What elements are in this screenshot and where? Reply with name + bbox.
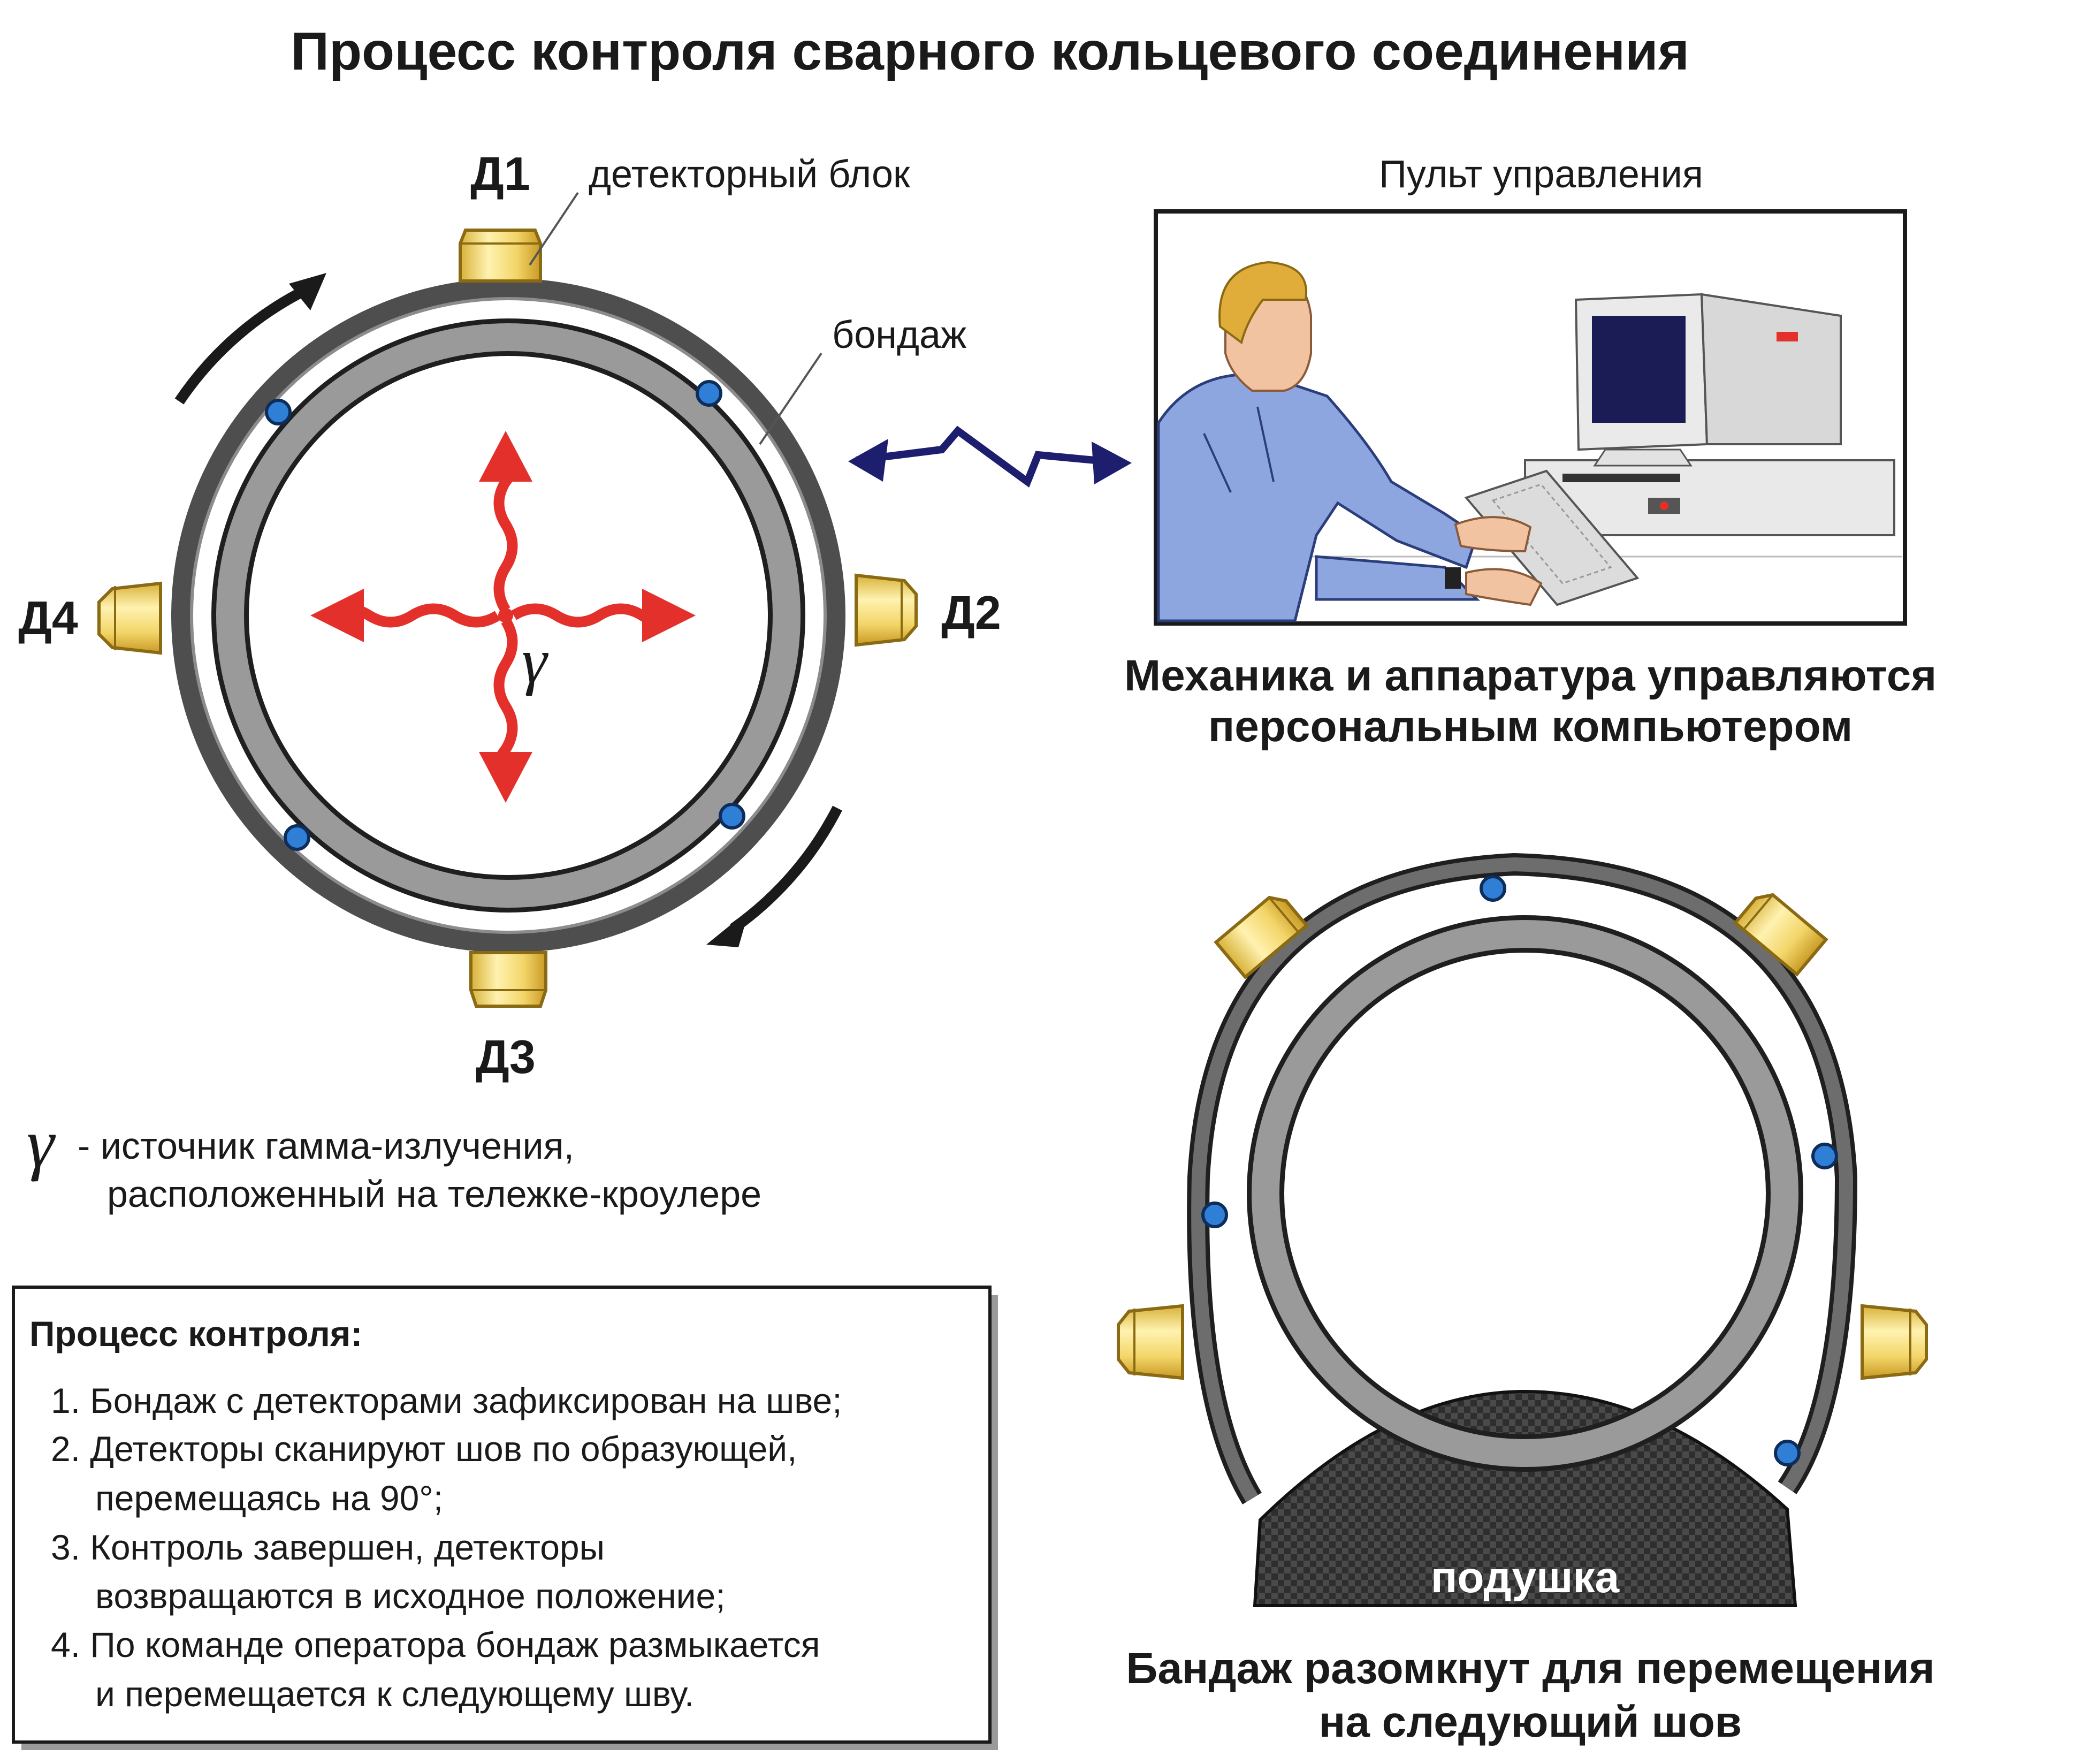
process-box-heading: Процесс контроля: bbox=[29, 1314, 362, 1354]
band-rivet bbox=[1774, 1440, 1801, 1466]
operator-figure bbox=[1157, 261, 1543, 622]
wireless-link-arrow bbox=[848, 425, 1132, 488]
detector-block-leader bbox=[529, 192, 579, 266]
process-step-line: и перемещается к следующему шву. bbox=[95, 1674, 694, 1714]
detector-d3-label: Д3 bbox=[476, 1030, 536, 1083]
process-step-line: 2. Детекторы сканируют шов по образующей… bbox=[51, 1429, 797, 1469]
detector-d2 bbox=[855, 573, 918, 647]
band-rivet bbox=[1811, 1143, 1838, 1169]
rotation-arrow-top-left-head bbox=[289, 273, 326, 310]
detector-d4 bbox=[97, 581, 162, 655]
legend-gamma-symbol: γ bbox=[27, 1105, 56, 1182]
computer-monitor-icon bbox=[1574, 293, 1842, 467]
detector-d2-label: Д2 bbox=[941, 586, 1001, 639]
gamma-radiation-arrows bbox=[310, 431, 696, 803]
process-step-line: 3. Контроль завершен, детекторы bbox=[51, 1527, 605, 1567]
keyboard-icon bbox=[1464, 469, 1640, 606]
detector-d1-label: Д1 bbox=[470, 147, 530, 200]
open-band-diagram: подушка bbox=[1117, 853, 1928, 1607]
pillow bbox=[1253, 1389, 1797, 1607]
band-rivet bbox=[265, 399, 292, 425]
page-title: Процесс контроля сварного кольцевого сое… bbox=[291, 21, 1689, 81]
control-panel-caption-line2: персональным компьютером bbox=[1208, 702, 1853, 751]
band-leader bbox=[759, 352, 822, 445]
band-rivet bbox=[719, 803, 745, 830]
closed-band-diagram: γ Д1 Д2 Д3 Д4 детекторный блок бондаж bbox=[18, 147, 1001, 1083]
open-band-detector bbox=[1214, 895, 1309, 979]
process-step-line: возвращаются в исходное положение; bbox=[95, 1576, 726, 1616]
detector-block-label: детекторный блок bbox=[589, 153, 910, 196]
process-step-line: перемещаясь на 90°; bbox=[95, 1478, 443, 1518]
open-band-caption-line2: на следующий шов bbox=[1319, 1698, 1742, 1746]
control-panel-label: Пульт управления bbox=[1379, 153, 1703, 196]
detector-d1 bbox=[459, 229, 542, 283]
control-panel-caption-line1: Механика и аппаратура управляются bbox=[1124, 651, 1937, 700]
detector-d3 bbox=[469, 951, 547, 1008]
control-panel-illustration bbox=[1154, 209, 1907, 626]
legend-line2: расположенный на тележке-кроулере bbox=[107, 1173, 761, 1215]
gamma-symbol: γ bbox=[522, 625, 548, 696]
process-step-line: 4. По команде оператора бондаж размыкает… bbox=[51, 1625, 820, 1664]
rotation-arrow-bottom-right bbox=[730, 805, 842, 933]
detector-d4-label: Д4 bbox=[18, 591, 78, 644]
process-step-line: 1. Бондаж с детекторами зафиксирован на … bbox=[51, 1381, 842, 1420]
rotation-arrow-top-left bbox=[174, 284, 310, 405]
open-band-caption-line1: Бандаж разомкнут для перемещения bbox=[1126, 1644, 1934, 1693]
pillow-label: подушка bbox=[1431, 1553, 1620, 1602]
band-label: бондаж bbox=[832, 314, 966, 356]
open-band-detector bbox=[1861, 1304, 1928, 1380]
process-box: Процесс контроля: 1. Бондаж с детекторам… bbox=[12, 1286, 998, 1750]
band-rivet bbox=[284, 824, 310, 851]
band-rivet bbox=[1480, 875, 1506, 902]
rotation-arrow-bottom-right-head bbox=[706, 910, 749, 947]
legend-line1: - источник гамма-излучения, bbox=[78, 1125, 574, 1167]
open-band-detector bbox=[1733, 893, 1828, 977]
band-rivet bbox=[1201, 1202, 1228, 1228]
band-rivet bbox=[696, 380, 722, 407]
open-band-detector bbox=[1117, 1304, 1184, 1380]
gamma-legend: γ - источник гамма-излучения, расположен… bbox=[27, 1105, 761, 1215]
band-ring bbox=[171, 278, 845, 953]
